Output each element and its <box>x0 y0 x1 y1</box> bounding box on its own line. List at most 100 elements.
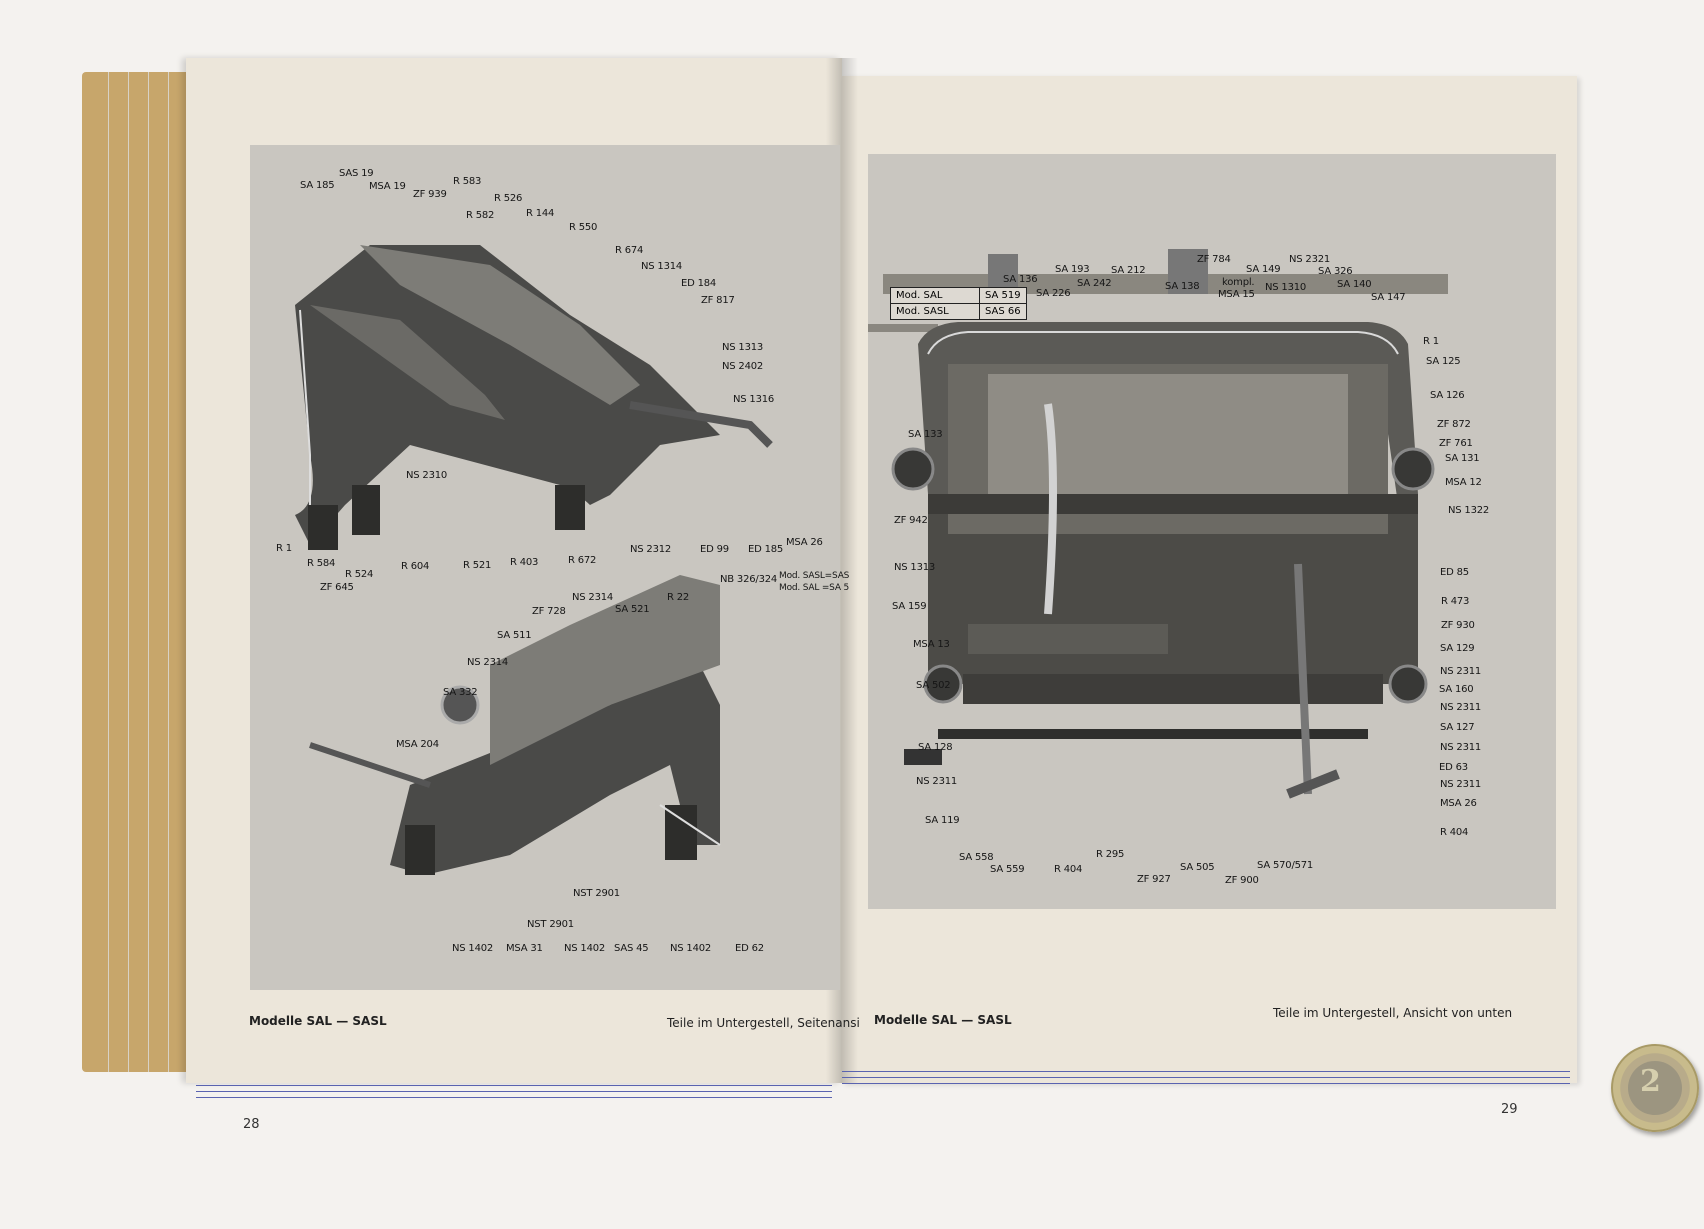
callout-label: ZF 900 <box>1225 875 1259 886</box>
page-rule <box>196 1097 832 1098</box>
callout-label: MSA 19 <box>369 181 406 192</box>
callout-label: SA 226 <box>1036 288 1071 299</box>
callout-label: R 584 <box>307 558 336 569</box>
callout-label: MSA 13 <box>913 639 950 650</box>
page-rule <box>842 1083 1570 1084</box>
machine-side-view-illustration <box>295 245 773 875</box>
page-number-left: 28 <box>243 1117 260 1132</box>
coin-value: 2 <box>1640 1064 1661 1099</box>
callout-label: SA 570/571 <box>1257 860 1314 871</box>
callout-label: SA 129 <box>1440 643 1475 654</box>
callout-label: SA 332 <box>443 687 478 698</box>
callout-label: SA 193 <box>1055 264 1090 275</box>
right-page-photo <box>868 154 1556 909</box>
callout-label: NS 1322 <box>1448 505 1490 516</box>
callout-label: ED 184 <box>681 278 717 289</box>
callout-label: NS 2311 <box>916 776 958 787</box>
callout-label: ED 185 <box>748 544 784 555</box>
callout-label: MSA 26 <box>786 537 823 548</box>
callout-label: NS 1402 <box>564 943 606 954</box>
callout-label: R 1 <box>276 543 292 554</box>
machine-bottom-view-illustration <box>868 249 1448 799</box>
callout-label: R 550 <box>569 222 598 233</box>
callout-label: NS 1314 <box>641 261 683 272</box>
callout-label: R 583 <box>453 176 482 187</box>
callout-label: MSA 204 <box>396 739 439 750</box>
callout-label: NS 1402 <box>670 943 712 954</box>
callout-label: ED 85 <box>1440 567 1469 578</box>
left-caption-description: Teile im Untergestell, Seitenansi <box>667 1016 860 1030</box>
callout-label: SA 126 <box>1430 390 1465 401</box>
callout-label: SA 127 <box>1440 722 1475 733</box>
callout-label: ZF 872 <box>1437 419 1471 430</box>
callout-label: SA 119 <box>925 815 960 826</box>
callout-label: NS 2314 <box>467 657 509 668</box>
right-caption-title: Modelle SAL — SASL <box>874 1013 1012 1027</box>
callout-label: R 22 <box>667 592 690 603</box>
callout-label: R 524 <box>345 569 374 580</box>
model-part: SAS 66 <box>985 306 1021 317</box>
model-part: SA 519 <box>985 290 1021 301</box>
callout-label: SAS 19 <box>339 168 374 179</box>
callout-label: SA 505 <box>1180 862 1215 873</box>
callout-label: NB 326/324 <box>720 574 778 585</box>
callout-label: SA 558 <box>959 852 994 863</box>
page-rule <box>196 1085 832 1086</box>
callout-label: SA 559 <box>990 864 1025 875</box>
callout-label: R 403 <box>510 557 539 568</box>
callout-label: SA 521 <box>615 604 650 615</box>
callout-label: SA 128 <box>918 742 953 753</box>
callout-label: SA 147 <box>1371 292 1406 303</box>
callout-label: SA 185 <box>300 180 335 191</box>
page-number-right: 29 <box>1501 1102 1518 1117</box>
callout-label: ZF 728 <box>532 606 566 617</box>
left-page-photo <box>250 145 840 990</box>
callout-label: R 526 <box>494 193 523 204</box>
callout-label: NS 2311 <box>1440 779 1482 790</box>
model-row: Mod. SAL SA 519 <box>891 288 1026 304</box>
callout-label: MSA 26 <box>1440 798 1477 809</box>
callout-label: SA 242 <box>1077 278 1112 289</box>
callout-label: R 404 <box>1054 864 1083 875</box>
callout-label: R 672 <box>568 555 597 566</box>
callout-label: R 404 <box>1440 827 1469 838</box>
book-page-stack <box>82 72 192 1072</box>
callout-label: R 1 <box>1423 336 1439 347</box>
callout-label: ZF 939 <box>413 189 447 200</box>
callout-label: NS 2402 <box>722 361 764 372</box>
callout-label: MSA 15 <box>1218 289 1255 300</box>
callout-label: SA 502 <box>916 680 951 691</box>
callout-label: NS 2311 <box>1440 742 1482 753</box>
callout-label: SA 140 <box>1337 279 1372 290</box>
callout-label: SA 326 <box>1318 266 1353 277</box>
callout-label: ZF 927 <box>1137 874 1171 885</box>
callout-label: NS 2314 <box>572 592 614 603</box>
model-name: Mod. SASL <box>891 304 980 319</box>
callout-label: ED 99 <box>700 544 729 555</box>
callout-label: R 144 <box>526 208 555 219</box>
page-rule <box>842 1071 1570 1072</box>
model-name: Mod. SAL <box>891 288 980 303</box>
callout-label: NS 1310 <box>1265 282 1307 293</box>
callout-label: SAS 45 <box>614 943 649 954</box>
callout-label: NST 2901 <box>527 919 574 930</box>
callout-label: SA 149 <box>1246 264 1281 275</box>
callout-label: R 674 <box>615 245 644 256</box>
callout-label: ZF 761 <box>1439 438 1473 449</box>
callout-label: R 582 <box>466 210 495 221</box>
callout-label: ZF 784 <box>1197 254 1231 265</box>
callout-label: Mod. SASL=SAS <box>779 571 850 581</box>
callout-label: MSA 31 <box>506 943 543 954</box>
callout-label: SA 138 <box>1165 281 1200 292</box>
coin-center <box>1628 1061 1682 1115</box>
callout-label: NS 2321 <box>1289 254 1331 265</box>
callout-label: R 295 <box>1096 849 1125 860</box>
callout-label: SA 159 <box>892 601 927 612</box>
callout-label: R 473 <box>1441 596 1470 607</box>
callout-label: ZF 930 <box>1441 620 1475 631</box>
callout-label: ED 62 <box>735 943 764 954</box>
callout-label: NS 2311 <box>1440 702 1482 713</box>
callout-label: ED 63 <box>1439 762 1468 773</box>
callout-label: R 604 <box>401 561 430 572</box>
callout-label: NST 2901 <box>573 888 620 899</box>
